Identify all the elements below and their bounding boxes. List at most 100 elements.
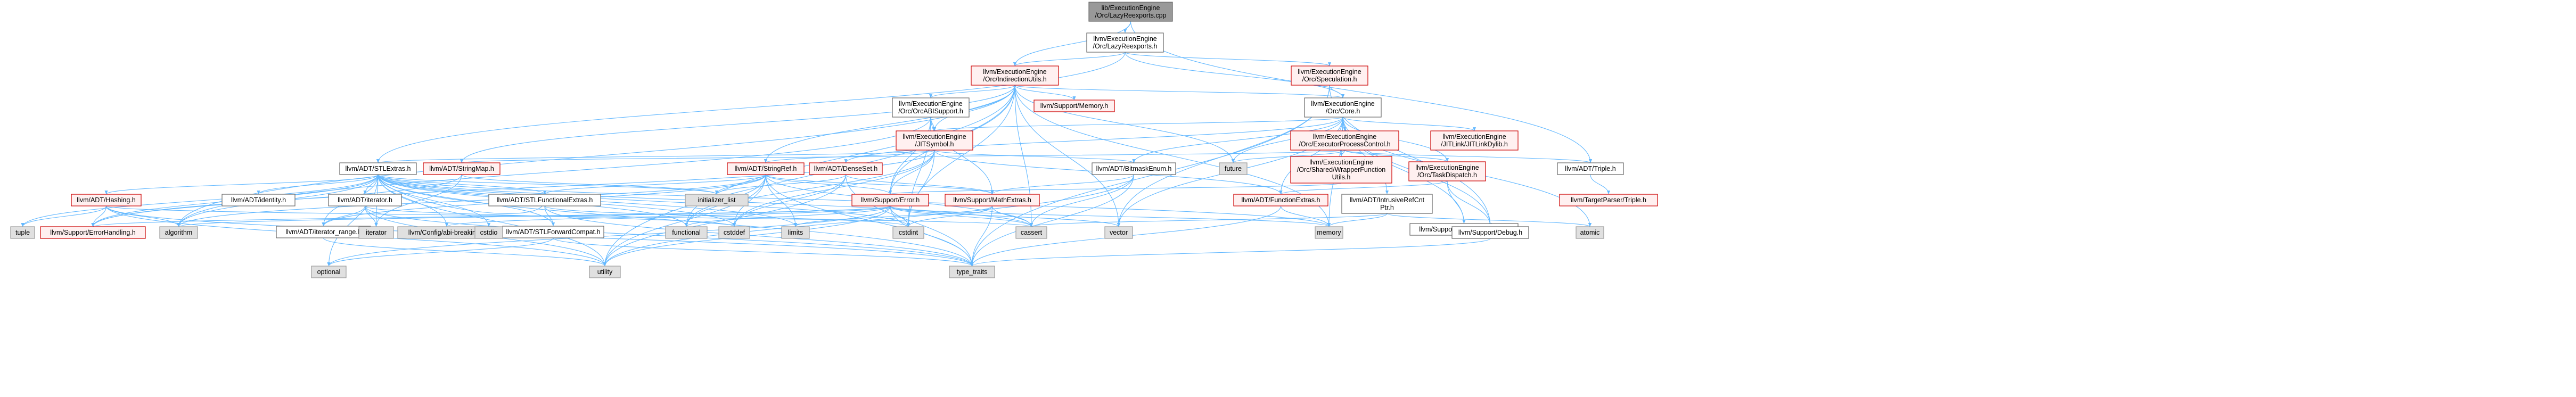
node-label: llvm/ExecutionEngine/Orc/IndirectionUtil… — [983, 68, 1047, 83]
node-label: llvm/ADT/DenseSet.h — [814, 165, 878, 172]
node-box — [892, 97, 970, 118]
edge-mathex-to-typetraits — [970, 205, 993, 267]
node-orcabi[interactable]: llvm/ExecutionEngine/Orc/OrcABISupport.h — [892, 97, 970, 118]
node-stringmap[interactable]: llvm/ADT/StringMap.h — [423, 162, 501, 175]
node-densetset[interactable]: llvm/ADT/DenseSet.h — [809, 162, 883, 175]
node-lazyre[interactable]: llvm/ExecutionEngine/Orc/LazyReexports.h — [1086, 32, 1164, 53]
edge-iterator-to-iterrange — [322, 205, 366, 227]
node-label: memory — [1317, 229, 1341, 236]
node-label: llvm/ExecutionEngine/Orc/OrcABISupport.h — [898, 100, 963, 115]
node-cfgbreak: llvm/Config/abi-breaking.h — [397, 226, 496, 239]
node-box — [1430, 130, 1519, 151]
edge-indir-to-utility — [603, 85, 1015, 267]
edge-stlextras-to-initlist — [378, 174, 718, 195]
node-box — [718, 226, 750, 239]
node-box — [488, 194, 601, 206]
edge-indir-to-stringmap — [460, 85, 1015, 163]
node-jitsym[interactable]: llvm/ExecutionEngine/JITSymbol.h — [896, 130, 973, 151]
node-label: llvm/Support/MathExtras.h — [953, 196, 1031, 204]
node-typetraits: type_traits — [949, 266, 995, 278]
node-label: llvm/Support/Error.h — [861, 196, 920, 204]
node-stlfunc[interactable]: llvm/ADT/STLFunctionalExtras.h — [488, 194, 601, 206]
edge-swrapper-to-errh — [889, 183, 1342, 195]
edge-stringref-to-limits — [765, 174, 798, 227]
node-box — [1559, 194, 1658, 206]
edge-epc-to-future — [1232, 150, 1346, 163]
node-box — [945, 194, 1040, 206]
node-indir[interactable]: llvm/ExecutionEngine/Orc/IndirectionUtil… — [971, 65, 1059, 86]
node-box — [1315, 226, 1343, 239]
edge-stlfunc-to-typetraits — [544, 205, 974, 267]
node-box — [311, 266, 347, 278]
node-bitmask[interactable]: llvm/ADT/BitmaskEnum.h — [1092, 162, 1176, 175]
node-box — [1088, 2, 1173, 22]
edge-errh-to-errhand — [91, 205, 891, 227]
node-tptriple[interactable]: llvm/TargetParser/Triple.h — [1559, 194, 1658, 206]
edge-stlfunc-to-stlextras — [376, 174, 545, 214]
node-box — [949, 266, 995, 278]
node-label: llvm/ExecutionEngine/Orc/Shared/WrapperF… — [1297, 159, 1386, 181]
node-hashing[interactable]: llvm/ADT/Hashing.h — [71, 194, 142, 206]
node-label: llvm/ADT/identity.h — [231, 196, 286, 204]
node-label: cstdint — [899, 229, 918, 236]
node-errh[interactable]: llvm/Support/Error.h — [851, 194, 929, 206]
node-core[interactable]: llvm/ExecutionEngine/Orc/Core.h — [1304, 97, 1382, 118]
node-debug[interactable]: llvm/Support/Debug.h — [1451, 226, 1529, 239]
edge-stringref-to-stlfunc — [543, 174, 766, 195]
edge-lazyre-to-indir — [1013, 52, 1126, 67]
node-jitlink[interactable]: llvm/ExecutionEngine/JITLink/JITLinkDyli… — [1430, 130, 1519, 151]
node-label: llvm/ADT/iterator_range.h — [285, 228, 361, 236]
edge-spec-to-typetraits — [970, 85, 1330, 267]
node-stringref[interactable]: llvm/ADT/StringRef.h — [727, 162, 805, 175]
node-label: type_traits — [957, 268, 988, 276]
node-errhand[interactable]: llvm/Support/ErrorHandling.h — [40, 226, 146, 239]
node-box — [781, 226, 810, 239]
edge-indir-to-core — [1014, 85, 1344, 98]
edge-lazyre-to-spec — [1125, 52, 1331, 67]
node-label: llvm/ExecutionEngine/JITSymbol.h — [903, 133, 966, 148]
node-swrapper[interactable]: llvm/ExecutionEngine/Orc/Shared/WrapperF… — [1290, 156, 1392, 184]
node-box — [971, 65, 1059, 86]
edge-jitsym-to-bitmask — [934, 150, 1136, 163]
node-label: vector — [1110, 229, 1128, 236]
node-limits: limits — [781, 226, 810, 239]
edge-densetset-to-mathex — [845, 174, 994, 195]
edge-triple-to-tptriple — [1590, 174, 1611, 195]
node-label: llvm/ExecutionEngine/Orc/Core.h — [1311, 100, 1375, 115]
node-iterator[interactable]: llvm/ADT/iterator.h — [328, 194, 402, 206]
node-label: initializer_list — [698, 196, 736, 204]
node-box — [474, 226, 503, 239]
node-root[interactable]: lib/ExecutionEngine/Orc/LazyReexports.cp… — [1088, 2, 1173, 22]
node-taskdisp[interactable]: llvm/ExecutionEngine/Orc/TaskDispatch.h — [1408, 161, 1486, 181]
node-epc[interactable]: llvm/ExecutionEngine/Orc/ExecutorProcess… — [1290, 130, 1399, 151]
node-box — [423, 162, 501, 175]
node-stlextras[interactable]: llvm/ADT/STLExtras.h — [339, 162, 417, 175]
edge-hashing-to-tuple — [21, 205, 107, 227]
edge-densetset-to-initlist — [715, 174, 847, 195]
edge-stringmap-to-initlist — [461, 174, 718, 195]
edge-hashing-to-algorithm — [105, 205, 181, 227]
node-spec[interactable]: llvm/ExecutionEngine/Orc/Speculation.h — [1291, 65, 1368, 86]
node-stlfwd[interactable]: llvm/ADT/STLForwardCompat.h — [502, 226, 604, 238]
node-label: future — [1225, 165, 1242, 172]
node-funcext[interactable]: llvm/ADT/FunctionExtras.h — [1233, 194, 1328, 206]
node-label: optional — [317, 268, 341, 276]
node-mathex[interactable]: llvm/Support/MathExtras.h — [945, 194, 1040, 206]
node-identity[interactable]: llvm/ADT/identity.h — [221, 194, 296, 206]
node-box — [1291, 65, 1368, 86]
node-box — [685, 194, 749, 206]
edge-taskdisp-to-funcext — [1279, 180, 1448, 195]
node-box — [809, 162, 883, 175]
edge-debug-to-typetraits — [970, 238, 1491, 267]
edge-taskdisp-to-extcxx — [1447, 180, 1466, 224]
node-iterrange[interactable]: llvm/ADT/iterator_range.h — [276, 226, 371, 238]
edge-stringref-to-errh — [765, 174, 892, 195]
node-label: algorithm — [165, 229, 192, 236]
edge-taskdisp-to-debug — [1447, 180, 1492, 227]
node-box — [328, 194, 402, 206]
nodes-layer: lib/ExecutionEngine/Orc/LazyReexports.cp… — [10, 2, 1658, 278]
node-triple[interactable]: llvm/ADT/Triple.h — [1557, 162, 1624, 175]
node-memory_h[interactable]: llvm/Support/Memory.h — [1033, 100, 1115, 112]
